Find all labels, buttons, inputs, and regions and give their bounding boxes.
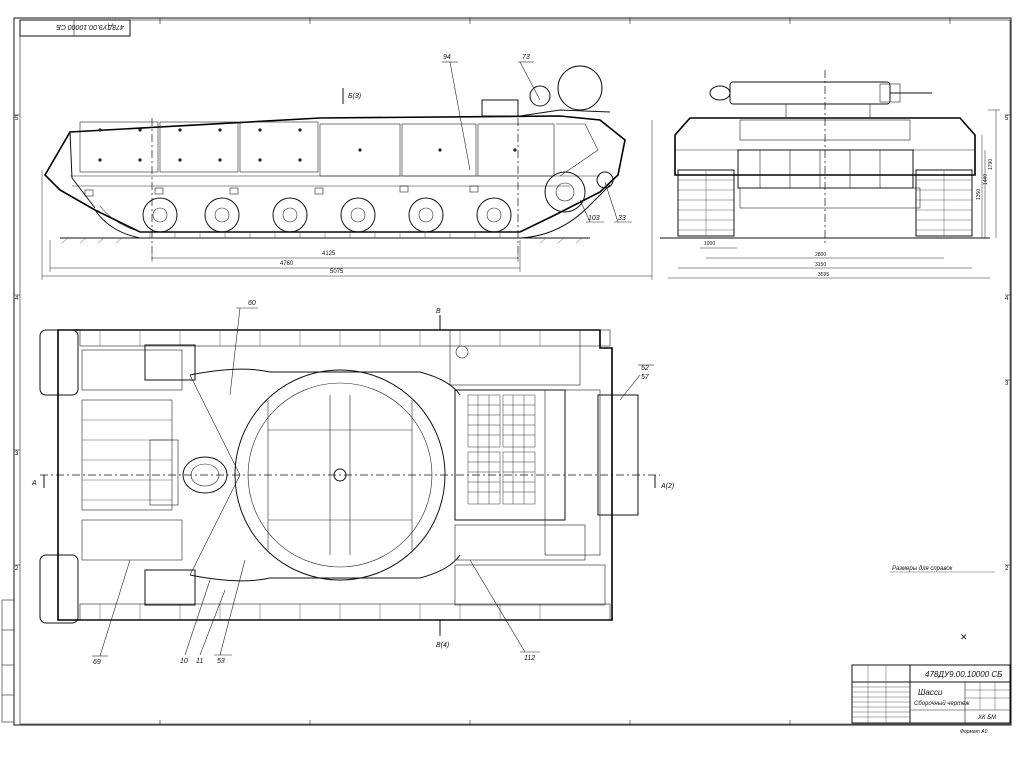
corner-code: 478ДУ9.00.10000 СБ	[56, 23, 124, 30]
svg-text:5075: 5075	[330, 269, 344, 275]
svg-text:5: 5	[1005, 116, 1009, 122]
title-block: 478ДУ9.00.10000 СБ Шасси Сборочный черте…	[851, 664, 1011, 735]
callout-11: 11	[196, 658, 203, 665]
drawing-type: Сборочный чертеж	[914, 700, 970, 707]
svg-text:2: 2	[15, 566, 19, 572]
format-label: Формат А0	[960, 729, 988, 735]
section-mark-b-top: В	[436, 308, 441, 315]
title-code: 478ДУ9.00.10000 СБ	[925, 670, 1002, 679]
svg-text:4: 4	[15, 296, 19, 302]
plan-view	[39, 315, 660, 636]
svg-text:4: 4	[1005, 296, 1009, 302]
corner-stamp: 478ДУ9.00.10000 СБ	[19, 19, 131, 37]
sheet-frame	[13, 17, 1012, 726]
svg-text:3595: 3595	[818, 272, 829, 278]
north-mark: ✕	[960, 632, 968, 642]
svg-text:1440: 1440	[983, 174, 989, 185]
section-mark-b4: В(4)	[436, 642, 449, 649]
callout-57: 57	[641, 374, 650, 381]
left-margin-stamp	[1, 599, 15, 723]
callout-60: 60	[248, 300, 256, 307]
sheet-code: ХК БМ	[977, 715, 996, 721]
section-mark-a2: А(2)	[660, 483, 674, 490]
svg-text:1790: 1790	[988, 159, 994, 170]
svg-text:2800: 2800	[815, 252, 826, 258]
svg-text:1000: 1000	[704, 241, 715, 247]
svg-text:3150: 3150	[815, 262, 826, 268]
callout-53: 53	[217, 658, 225, 665]
callout-10: 10	[180, 658, 188, 665]
svg-text:3: 3	[1005, 381, 1009, 387]
svg-text:4125: 4125	[322, 251, 336, 257]
callout-103: 103	[588, 215, 600, 222]
callout-112: 112	[524, 655, 535, 662]
side-callouts: 94 73 103 33 Б(3)	[342, 54, 632, 223]
front-dimensions: 1000 2800 3150 3595 1790 1350 1440	[668, 109, 1000, 279]
zone-letters: 5 4 3 2 5 4 3 2	[15, 116, 1009, 572]
svg-text:5: 5	[15, 116, 19, 122]
front-view	[660, 70, 990, 245]
svg-text:1350: 1350	[976, 189, 982, 200]
side-dimensions: 4125 4760 5075	[41, 120, 653, 280]
section-mark-a-left: А	[31, 480, 37, 487]
svg-text:2: 2	[1005, 566, 1009, 572]
section-mark-b3: Б(3)	[348, 93, 361, 100]
note-text: Размеры для справок	[892, 566, 954, 572]
callout-52: 52	[641, 365, 649, 372]
callout-94: 94	[443, 54, 451, 61]
plan-section-marks: В В(4) А А(2)	[31, 308, 674, 649]
zone-ticks	[14, 18, 1011, 725]
svg-text:4760: 4760	[280, 261, 294, 267]
callout-69: 69	[93, 659, 101, 666]
svg-text:3: 3	[15, 451, 19, 457]
part-name: Шасси	[918, 688, 943, 697]
callout-73: 73	[522, 54, 530, 61]
side-view	[43, 65, 626, 262]
plan-callouts: 60 52 57 112 69 10 11 53	[92, 300, 654, 666]
callout-33: 33	[618, 215, 626, 222]
